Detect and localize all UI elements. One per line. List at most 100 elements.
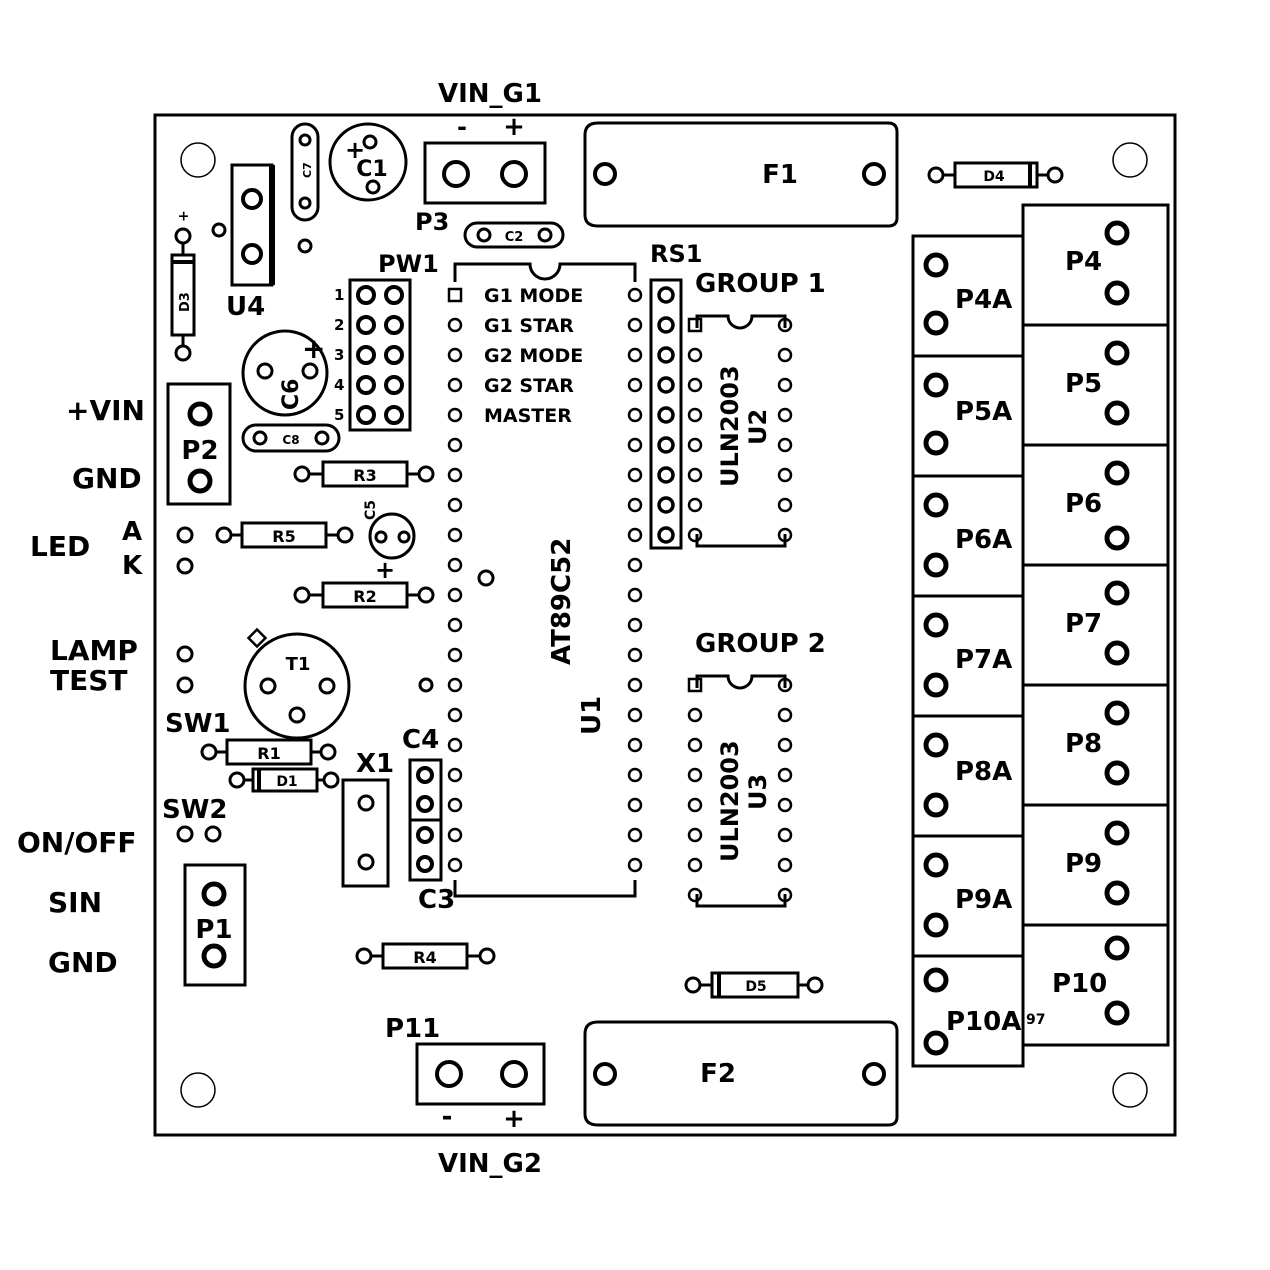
u2-pin — [777, 377, 793, 393]
p11-connector — [415, 1042, 546, 1106]
u2-pin — [687, 347, 703, 363]
test-label: TEST — [50, 664, 128, 697]
pa-pin — [923, 372, 949, 398]
c7-capacitor: C7 — [290, 122, 320, 222]
rs1-label: RS1 — [650, 240, 702, 268]
u3-pin — [777, 857, 793, 873]
u2-part-label: ULN2003 — [716, 365, 744, 487]
u1-pin — [447, 857, 463, 873]
pa-pin — [923, 792, 949, 818]
pa-pin — [923, 612, 949, 638]
u2-pin — [687, 377, 703, 393]
u1-pin — [627, 767, 643, 783]
pw1-pin — [356, 375, 376, 395]
u1-pin — [447, 317, 463, 333]
u1-pin — [447, 617, 463, 633]
p9a-label: P9A — [955, 885, 1012, 915]
u4-label: U4 — [226, 292, 265, 322]
p11-label: P11 — [385, 1014, 440, 1044]
pa-pin — [923, 967, 949, 993]
u1-pin — [447, 347, 463, 363]
sin-label: SIN — [48, 886, 102, 919]
u2-pin — [777, 317, 793, 333]
c5-plus: + — [375, 556, 395, 584]
f1-fuse: F1 — [583, 121, 899, 228]
pw1-pin — [356, 405, 376, 425]
pw1-label-master: MASTER — [484, 405, 572, 427]
x1-label: X1 — [356, 749, 394, 779]
c1-capacitor: + C1 — [328, 122, 408, 202]
u2-pin — [687, 317, 703, 333]
p-pin — [1104, 525, 1130, 551]
x1-crystal — [341, 778, 390, 888]
pw1-label: PW1 — [378, 250, 439, 278]
c1-plus: + — [345, 136, 365, 164]
d4-diode: D4 — [927, 161, 1064, 189]
u2-pin — [777, 527, 793, 543]
pw1-pin — [384, 315, 404, 335]
rs1-pin — [657, 526, 675, 544]
u2-pin — [777, 497, 793, 513]
u2-pin — [777, 467, 793, 483]
led-cathode-pad — [176, 557, 194, 575]
u1-ic: AT89C52 U1 — [447, 262, 643, 898]
u3-pin — [687, 707, 703, 723]
rs1-pin — [657, 496, 675, 514]
mounting-holes — [180, 142, 1148, 1108]
r2-label: R2 — [353, 587, 376, 606]
p7-label: P7 — [1065, 609, 1102, 639]
p-pin — [1104, 935, 1130, 961]
pa-pin — [923, 430, 949, 456]
p11-plus: + — [503, 1104, 525, 1134]
p3-connector — [423, 141, 547, 205]
p6a-label: P6A — [955, 525, 1012, 555]
p10a-label: P10A — [946, 1007, 1021, 1037]
pw1-pin — [384, 345, 404, 365]
pa-connector-column: P4A P5A P6A P7A P8A P9A P10A 97 — [911, 234, 1045, 1068]
d1-diode: D1 — [228, 767, 340, 793]
sw1-label: SW1 — [165, 709, 231, 739]
u1-pin — [447, 677, 463, 693]
u2-pin — [687, 467, 703, 483]
u2-pin — [687, 527, 703, 543]
pw1-num-2: 2 — [334, 316, 344, 334]
p-pin — [1104, 280, 1130, 306]
u2-pin — [777, 347, 793, 363]
u2-pin — [777, 437, 793, 453]
u1-pin — [447, 287, 463, 303]
p-pin — [1104, 400, 1130, 426]
d3-plus: + — [176, 210, 192, 222]
c2-label: C2 — [505, 230, 524, 245]
vin-plus-label: +VIN — [66, 394, 145, 427]
pa-pin — [923, 672, 949, 698]
p3-minus: - — [457, 113, 467, 141]
pw1-num-1: 1 — [334, 286, 344, 304]
u3-pin — [687, 677, 703, 693]
pa-pin — [923, 912, 949, 938]
r5-label: R5 — [272, 527, 295, 546]
p-pin — [1104, 700, 1130, 726]
p-pin — [1104, 820, 1130, 846]
u1-pin — [627, 857, 643, 873]
t1-transistor: T1 — [243, 627, 351, 740]
r3-label: R3 — [353, 466, 376, 485]
u1-pin — [627, 437, 643, 453]
u2-pin — [777, 407, 793, 423]
u1-pin — [627, 797, 643, 813]
p10-label: P10 — [1052, 969, 1107, 999]
u1-pin — [627, 497, 643, 513]
p-pin — [1104, 880, 1130, 906]
u1-pin — [447, 437, 463, 453]
lamp-label: LAMP — [50, 634, 138, 667]
u2-ic: ULN2003 U2 — [687, 314, 793, 548]
u4-regulator: U4 — [211, 163, 275, 322]
u2-pin — [687, 437, 703, 453]
u3-pin — [777, 827, 793, 843]
u3-pin — [777, 767, 793, 783]
p8a-label: P8A — [955, 757, 1012, 787]
u1-pin — [447, 587, 463, 603]
gnd-top-label: GND — [72, 462, 142, 495]
d5-label: D5 — [745, 979, 766, 995]
p8-label: P8 — [1065, 729, 1102, 759]
